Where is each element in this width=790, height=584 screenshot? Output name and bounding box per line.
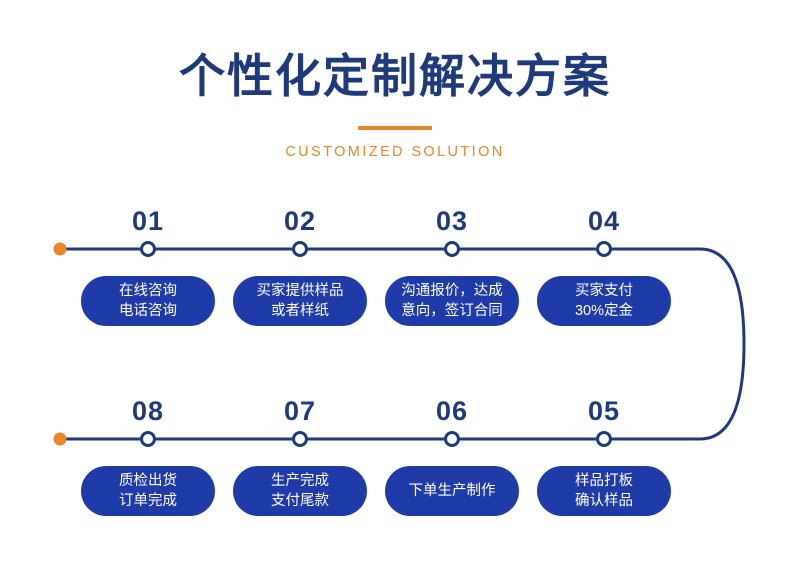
step-card-01-line-2: 电话咨询: [119, 303, 177, 319]
step-card-07-line-2: 支付尾款: [271, 493, 329, 509]
process-flow-diagram: 01 02 03 04 在线咨询 电话咨询 买家提供样品 或者样纸 沟通报价，达…: [0, 196, 790, 584]
step-number-02: 02: [283, 206, 317, 236]
step-number-05: 05: [587, 396, 621, 426]
step-card-02-line-2: 或者样纸: [271, 303, 329, 319]
step-card-01-line-1: 在线咨询: [119, 283, 177, 299]
step-card-08[interactable]: 质检出货 订单完成: [81, 466, 215, 516]
node-dot-05: [596, 431, 612, 447]
step-card-02-line-1: 买家提供样品: [256, 283, 344, 299]
step-card-05[interactable]: 样品打板 确认样品: [537, 466, 671, 516]
step-card-07[interactable]: 生产完成 支付尾款: [233, 466, 367, 516]
step-card-08-line-1: 质检出货: [119, 473, 177, 489]
step-card-05-line-2: 确认样品: [575, 493, 633, 509]
node-dot-04: [596, 241, 612, 257]
node-dot-07: [292, 431, 308, 447]
step-number-08: 08: [131, 396, 165, 426]
step-number-06: 06: [435, 396, 469, 426]
node-dot-02: [292, 241, 308, 257]
step-number-07: 07: [283, 396, 317, 426]
step-card-07-line-1: 生产完成: [271, 473, 329, 489]
u-turn-connector: [699, 247, 746, 441]
top-start-marker: [53, 242, 67, 256]
node-dot-08: [140, 431, 156, 447]
step-number-01: 01: [131, 206, 165, 236]
step-card-03-line-1: 沟通报价，达成: [401, 283, 503, 299]
step-card-04[interactable]: 买家支付 30%定金: [537, 276, 671, 326]
page-header: 个性化定制解决方案 CUSTOMIZED SOLUTION: [0, 0, 790, 160]
bottom-start-marker: [53, 432, 67, 446]
step-number-03: 03: [435, 206, 469, 236]
step-card-06[interactable]: 下单生产制作: [385, 466, 519, 516]
step-card-03-line-2: 意向，签订合同: [401, 303, 503, 319]
node-dot-01: [140, 241, 156, 257]
node-dot-03: [444, 241, 460, 257]
page-title: 个性化定制解决方案: [179, 50, 611, 102]
flow-connector-lines: [53, 241, 746, 447]
step-card-06-line-1: 下单生产制作: [408, 483, 496, 499]
step-card-04-line-1: 买家支付: [575, 283, 633, 299]
page-subtitle: CUSTOMIZED SOLUTION: [285, 144, 505, 160]
step-card-01[interactable]: 在线咨询 电话咨询: [81, 276, 215, 326]
step-card-04-line-2: 30%定金: [574, 303, 634, 319]
node-dot-06: [444, 431, 460, 447]
step-card-05-line-1: 样品打板: [575, 473, 633, 489]
step-card-02[interactable]: 买家提供样品 或者样纸: [233, 276, 367, 326]
step-card-08-line-2: 订单完成: [119, 493, 177, 509]
step-number-04: 04: [587, 206, 621, 236]
title-divider: [358, 126, 432, 130]
step-card-03[interactable]: 沟通报价，达成 意向，签订合同: [385, 276, 519, 326]
